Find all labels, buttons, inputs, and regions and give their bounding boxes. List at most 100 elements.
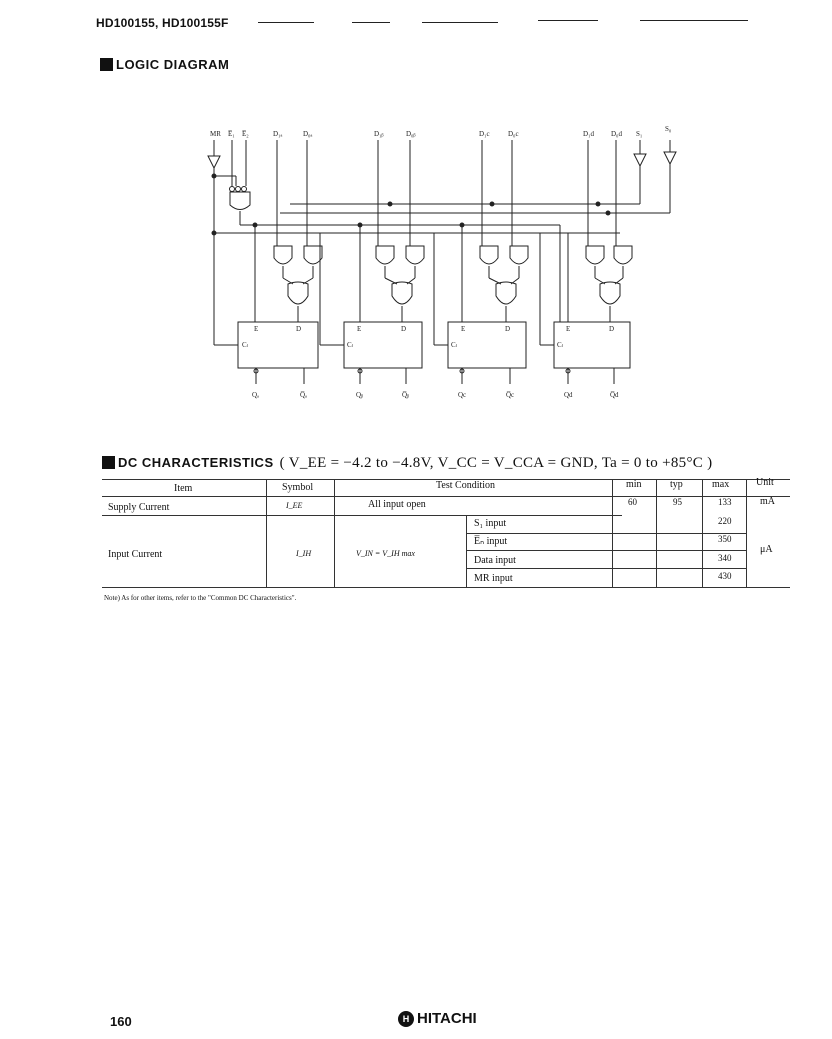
- latch-c-data-pin: D: [505, 325, 510, 333]
- latch-a-enable-pin: E: [254, 325, 258, 333]
- table-rule: [746, 479, 747, 587]
- logic-diagram-title: LOGIC DIAGRAM: [116, 57, 230, 72]
- header-rule: [352, 22, 390, 23]
- input-current-condition: V_IN = V_IH max: [356, 549, 415, 558]
- table-rule: [702, 479, 703, 587]
- table-note: Note) As for other items, refer to the "…: [104, 594, 297, 602]
- latch-c-enable-pin: E: [461, 325, 465, 333]
- output-label-qb: Qᵦ: [356, 391, 363, 399]
- input-label-d1b: D₁ᵦ: [374, 130, 383, 138]
- input-label-d0b: D₀ᵦ: [406, 130, 415, 138]
- output-label-qc-bar: Q̅c: [506, 391, 514, 399]
- input-label-d1a: D₁ₐ: [273, 130, 282, 138]
- header-min: min: [626, 479, 642, 490]
- bit-c-logic: E D Cₗ Qc Q̅c: [433, 140, 529, 399]
- header-test-condition: Test Condition: [436, 480, 496, 491]
- table-rule: [102, 496, 790, 497]
- bit-a-logic: E D Cₗ Qₐ Q̅ₐ: [214, 140, 323, 399]
- input-row-label: MR input: [474, 573, 513, 584]
- supply-current-symbol: I_EE: [286, 501, 303, 510]
- input-label-s1: S₁: [636, 130, 642, 138]
- header-rule: [640, 20, 748, 21]
- bit-b-logic: E D Cₗ Qᵦ Q̅ᵦ: [319, 140, 425, 399]
- table-rule: [466, 550, 746, 551]
- output-label-qb-bar: Q̅ᵦ: [402, 391, 409, 399]
- latch-a-clear-pin: Cₗ: [242, 341, 248, 349]
- input-row-max: 430: [718, 571, 732, 581]
- input-row-label: Data input: [474, 555, 516, 566]
- input-row-label: E̅ₙ input: [474, 536, 508, 547]
- input-labels: MR E̅₁ E̅₂ D₁ₐ D₀ₐ D₁ᵦ D₀ᵦ D₁c D₀c D₁d D…: [210, 125, 672, 138]
- dc-characteristics-table: Item Symbol Test Condition min typ max U…: [102, 477, 790, 602]
- input-label-d1c: D₁c: [479, 130, 490, 138]
- supply-current-max: 133: [718, 497, 732, 507]
- output-label-qd-bar: Q̅d: [610, 391, 619, 399]
- input-label-e2: E̅₂: [242, 130, 249, 138]
- section-bullet-icon: [100, 58, 113, 71]
- table-rule: [334, 479, 335, 587]
- supply-current-unit: mA: [760, 496, 775, 507]
- input-label-d0c: D₀c: [508, 130, 519, 138]
- input-label-d1d: D₁d: [583, 130, 594, 138]
- input-row-max: 340: [718, 553, 732, 563]
- header-item: Item: [174, 483, 193, 494]
- logic-diagram-heading: LOGIC DIAGRAM: [100, 57, 229, 72]
- hitachi-logo-icon: H: [398, 1010, 414, 1027]
- input-label-d0d: D₀d: [611, 130, 622, 138]
- logic-diagram: MR E̅₁ E̅₂ D₁ₐ D₀ₐ D₁ᵦ D₀ᵦ D₁c D₀c D₁d D…: [207, 125, 677, 399]
- supply-current-item: Supply Current: [108, 502, 170, 513]
- table-rule: [466, 515, 467, 587]
- latch-b-data-pin: D: [401, 325, 406, 333]
- table-rule: [466, 533, 746, 534]
- dc-title: DC CHARACTERISTICS: [118, 455, 274, 470]
- output-label-qd: Qd: [564, 391, 573, 399]
- s0-buffer-icon: [663, 151, 677, 166]
- header-symbol: Symbol: [282, 482, 314, 493]
- hitachi-logo: H HITACHI: [398, 1010, 477, 1027]
- latch-a-data-pin: D: [296, 325, 301, 333]
- header-rule: [422, 22, 498, 23]
- input-label-s0: S₀: [665, 125, 672, 133]
- supply-current-condition: All input open: [368, 499, 426, 510]
- header-typ: typ: [670, 479, 683, 490]
- output-label-qa: Qₐ: [252, 391, 259, 399]
- output-label-qc: Qc: [458, 391, 466, 399]
- table-rule: [102, 515, 622, 516]
- part-number-header: HD100155, HD100155F: [96, 16, 229, 30]
- header-max: max: [712, 479, 730, 490]
- latch-d-clear-pin: Cₗ: [557, 341, 563, 349]
- dc-characteristics-heading: DC CHARACTERISTICS ( V_EE = −4.2 to −4.8V…: [102, 455, 712, 472]
- input-label-mr: MR: [210, 130, 221, 138]
- latch-b-enable-pin: E: [357, 325, 361, 333]
- latch-d-enable-pin: E: [566, 325, 570, 333]
- section-bullet-icon: [102, 456, 115, 469]
- dc-conditions: ( V_EE = −4.2 to −4.8V, V_CC = V_CCA = G…: [279, 455, 713, 471]
- input-row-max: 350: [718, 534, 732, 544]
- table-rule: [102, 587, 790, 588]
- supply-current-min: 60: [628, 497, 637, 507]
- table-rule: [612, 479, 613, 587]
- s1-buffer-icon: [633, 153, 647, 168]
- latch-d-data-pin: D: [609, 325, 614, 333]
- input-current-item: Input Current: [108, 549, 163, 560]
- input-row-max: 220: [718, 516, 732, 526]
- header-unit: Unit: [756, 477, 774, 488]
- input-label-e1: E̅₁: [228, 130, 235, 138]
- latch-b-clear-pin: Cₗ: [347, 341, 353, 349]
- supply-current-typ: 95: [673, 497, 682, 507]
- input-current-symbol: I_IH: [296, 549, 312, 558]
- bit-d-logic: E D Cₗ Qd Q̅d: [539, 140, 633, 399]
- table-rule: [102, 479, 790, 480]
- table-rule: [656, 479, 657, 587]
- input-label-d0a: D₀ₐ: [303, 130, 312, 138]
- header-rule: [258, 22, 314, 23]
- brand-name: HITACHI: [417, 1010, 477, 1027]
- table-rule: [266, 479, 267, 587]
- input-current-unit: μA: [760, 544, 773, 555]
- page-number: 160: [110, 1014, 132, 1029]
- table-rule: [466, 568, 746, 569]
- header-rule: [538, 20, 598, 21]
- latch-c-clear-pin: Cₗ: [451, 341, 457, 349]
- mr-buffer-icon: [207, 155, 221, 170]
- enable-gate-icon: [229, 191, 251, 210]
